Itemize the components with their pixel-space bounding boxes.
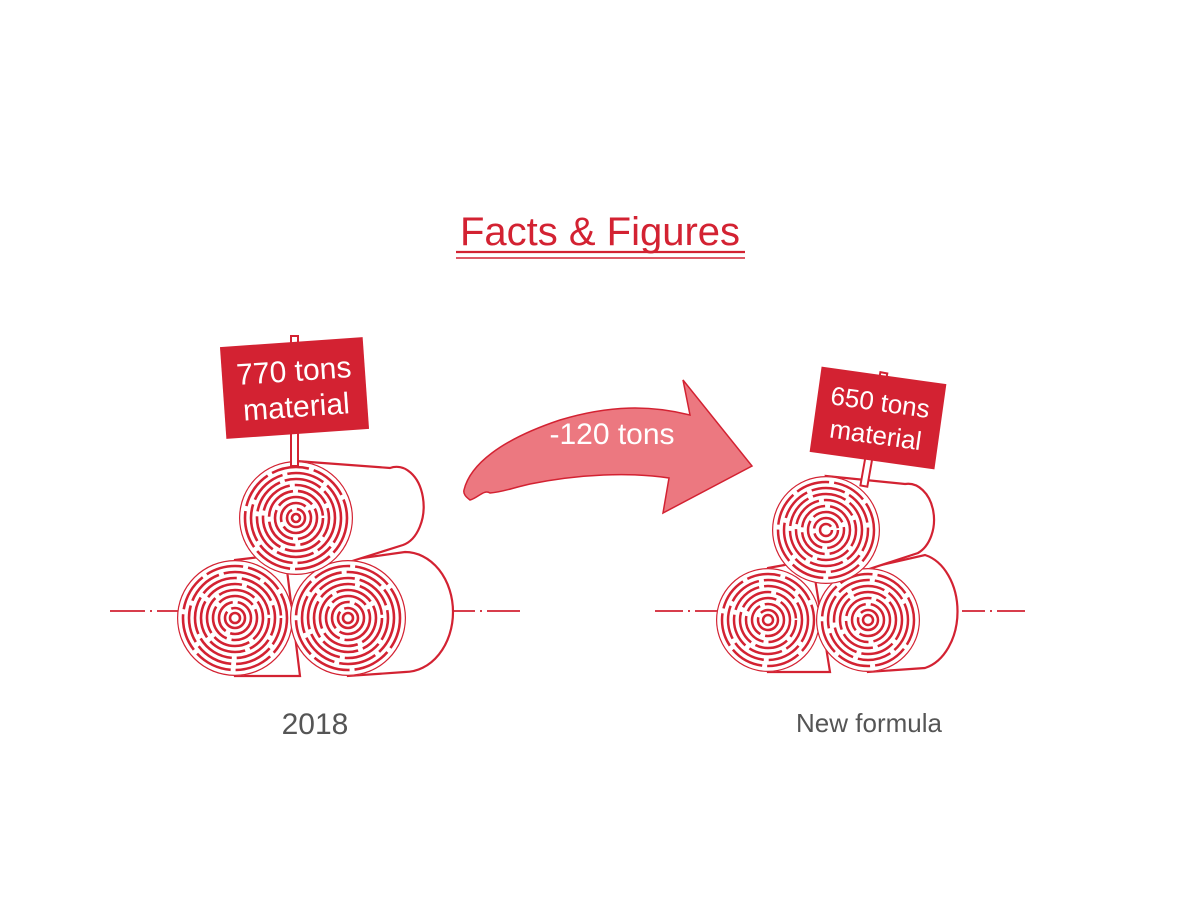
sign-board (809, 366, 947, 470)
caption-after: New formula (796, 708, 942, 738)
signpost-icon: 650 tons material (809, 366, 947, 488)
log-end-rings (239, 461, 353, 575)
sign-board (219, 337, 370, 439)
log-end-rings (816, 568, 920, 672)
log-end-rings (177, 560, 293, 676)
signpost-icon: 770 tons material (219, 335, 370, 467)
log-pile-after: 650 tons material (655, 366, 1025, 674)
title-group: Facts & Figures (456, 210, 745, 259)
log-pile-before: 770 tons material (110, 335, 520, 678)
page-title: Facts & Figures (460, 210, 740, 254)
caption-before: 2018 (282, 708, 349, 741)
curved-arrow-icon: -120 tons (463, 379, 754, 515)
log-end-rings (716, 568, 820, 672)
sign-line-2: material (242, 387, 351, 427)
log-end-rings (290, 560, 406, 676)
log-end-rings (772, 476, 880, 584)
arrow-label: -120 tons (549, 418, 674, 451)
sign-line-1: 770 tons (235, 351, 352, 392)
